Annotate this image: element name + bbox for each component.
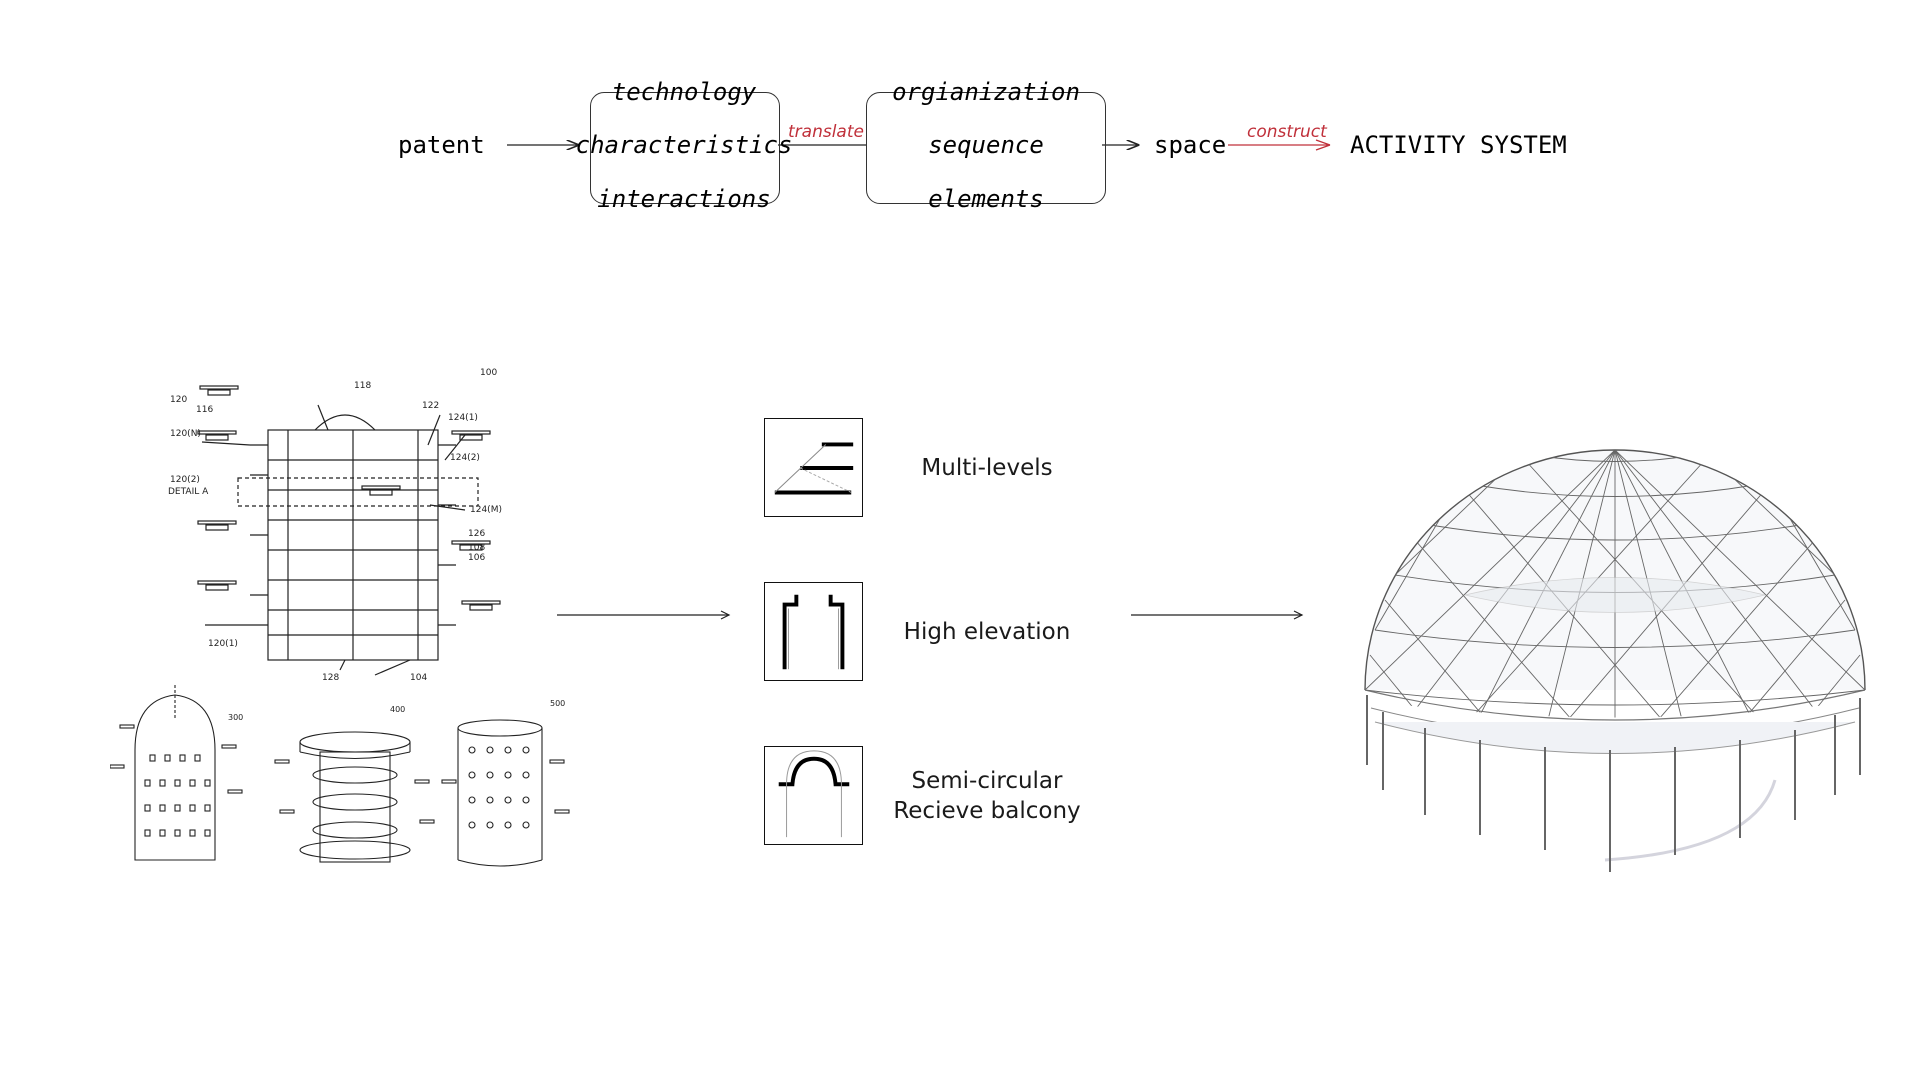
svg-text:122: 122 bbox=[422, 401, 439, 411]
flow-translate-label: translate bbox=[788, 122, 864, 142]
flow-construct-label: construct bbox=[1247, 122, 1327, 142]
geodesic-dome-render bbox=[1364, 449, 1866, 872]
high-elevation-label: High elevation bbox=[903, 619, 1071, 645]
flow-space: space bbox=[1154, 131, 1227, 159]
flow-arrows bbox=[507, 139, 1331, 151]
svg-text:124(M): 124(M) bbox=[470, 505, 502, 515]
flow-technology: technology bbox=[611, 78, 757, 106]
main-arrows bbox=[557, 610, 1304, 620]
flow-characteristics: characteristics bbox=[575, 131, 793, 159]
svg-text:120: 120 bbox=[170, 395, 187, 405]
svg-text:128: 128 bbox=[322, 673, 339, 683]
svg-text:120(1): 120(1) bbox=[208, 639, 238, 649]
svg-text:400: 400 bbox=[390, 705, 405, 714]
svg-text:100: 100 bbox=[480, 368, 497, 378]
svg-text:124(1): 124(1) bbox=[448, 413, 478, 423]
svg-text:126: 126 bbox=[468, 529, 485, 539]
flow-sequence: sequence bbox=[928, 131, 1044, 159]
high-elevation-icon bbox=[764, 582, 863, 681]
svg-text:106: 106 bbox=[468, 553, 485, 563]
svg-text:124(2): 124(2) bbox=[450, 453, 480, 463]
semi-circular-icon bbox=[764, 746, 863, 845]
semi-circular-label: Semi-circular Recieve balcony bbox=[893, 768, 1081, 824]
svg-text:DETAIL A: DETAIL A bbox=[168, 487, 209, 497]
svg-text:118: 118 bbox=[354, 381, 371, 391]
multi-levels-label: Multi-levels bbox=[921, 455, 1053, 481]
flow-box-1 bbox=[590, 92, 780, 204]
svg-text:108: 108 bbox=[468, 543, 485, 553]
flow-interactions: interactions bbox=[597, 185, 771, 213]
multi-levels-icon bbox=[764, 418, 863, 517]
svg-text:120(N): 120(N) bbox=[170, 429, 201, 439]
flow-patent: patent bbox=[398, 131, 485, 159]
flow-box-2 bbox=[866, 92, 1106, 204]
flow-orgianization: orgianization bbox=[892, 78, 1080, 106]
svg-text:120(2): 120(2) bbox=[170, 475, 200, 485]
svg-text:300: 300 bbox=[228, 713, 243, 722]
svg-text:116: 116 bbox=[196, 405, 213, 415]
flow-activity-system: ACTIVITY SYSTEM bbox=[1350, 131, 1567, 159]
svg-text:104: 104 bbox=[410, 673, 427, 683]
patent-drawing: 100 118 120 116 122 124(1) 120(N) 124(2)… bbox=[110, 368, 570, 867]
flow-elements: elements bbox=[928, 185, 1044, 213]
svg-text:500: 500 bbox=[550, 699, 565, 708]
